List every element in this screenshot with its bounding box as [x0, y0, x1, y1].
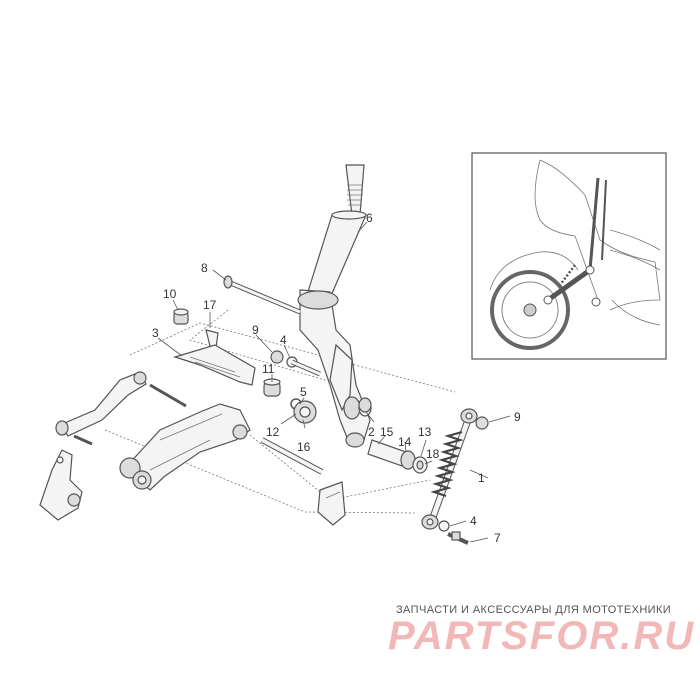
- callout-15: 15: [380, 425, 394, 439]
- watermark-tagline: ЗАПЧАСТИ И АКСЕССУАРЫ ДЛЯ МОТОТЕХНИКИ: [396, 604, 672, 616]
- fork-bushing-part[interactable]: [358, 397, 372, 413]
- callout-14: 14: [398, 435, 412, 449]
- callout-4-upper: 4: [280, 333, 287, 347]
- callout-6: 6: [366, 211, 373, 225]
- nut-part-10[interactable]: [173, 308, 189, 325]
- callout-16: 16: [297, 440, 311, 454]
- watermark-brand-logo: PARTSFOR.RU: [388, 614, 696, 658]
- callout-17: 17: [203, 298, 217, 312]
- pivot-pin-part[interactable]: [260, 437, 324, 475]
- callout-3: 3: [152, 326, 159, 340]
- callout-2: 2: [368, 425, 375, 439]
- swing-arm-part[interactable]: [119, 403, 251, 491]
- axle-sleeve-parts[interactable]: [367, 439, 428, 474]
- bearing-parts[interactable]: [290, 398, 317, 424]
- scooter-inset: [471, 152, 667, 360]
- upper-link-part[interactable]: [55, 371, 187, 446]
- leader-lines: [157, 221, 511, 543]
- callout-9-lower: 9: [514, 410, 521, 424]
- shock-hardware-parts[interactable]: [438, 416, 489, 545]
- callout-labels: 6 8 10 17 3 9 4 11 5 12 16 2 15 14 13 18…: [152, 211, 521, 545]
- callout-1: 1: [478, 471, 485, 485]
- cover-plate-part[interactable]: [172, 344, 256, 386]
- callout-5: 5: [300, 385, 307, 399]
- callout-10: 10: [163, 287, 177, 301]
- callout-4-lower: 4: [470, 514, 477, 528]
- callout-12: 12: [266, 425, 280, 439]
- long-bolt-part[interactable]: [223, 275, 301, 315]
- shock-absorber-part[interactable]: [421, 408, 478, 530]
- steering-tube-part[interactable]: [297, 164, 372, 448]
- callout-13: 13: [418, 425, 432, 439]
- callout-9-upper: 9: [252, 323, 259, 337]
- callout-8: 8: [201, 261, 208, 275]
- callout-18: 18: [426, 447, 440, 461]
- shock-bracket-part[interactable]: [317, 481, 346, 526]
- callout-11: 11: [262, 362, 275, 376]
- mount-bracket-part[interactable]: [39, 449, 83, 521]
- callout-7: 7: [494, 531, 501, 545]
